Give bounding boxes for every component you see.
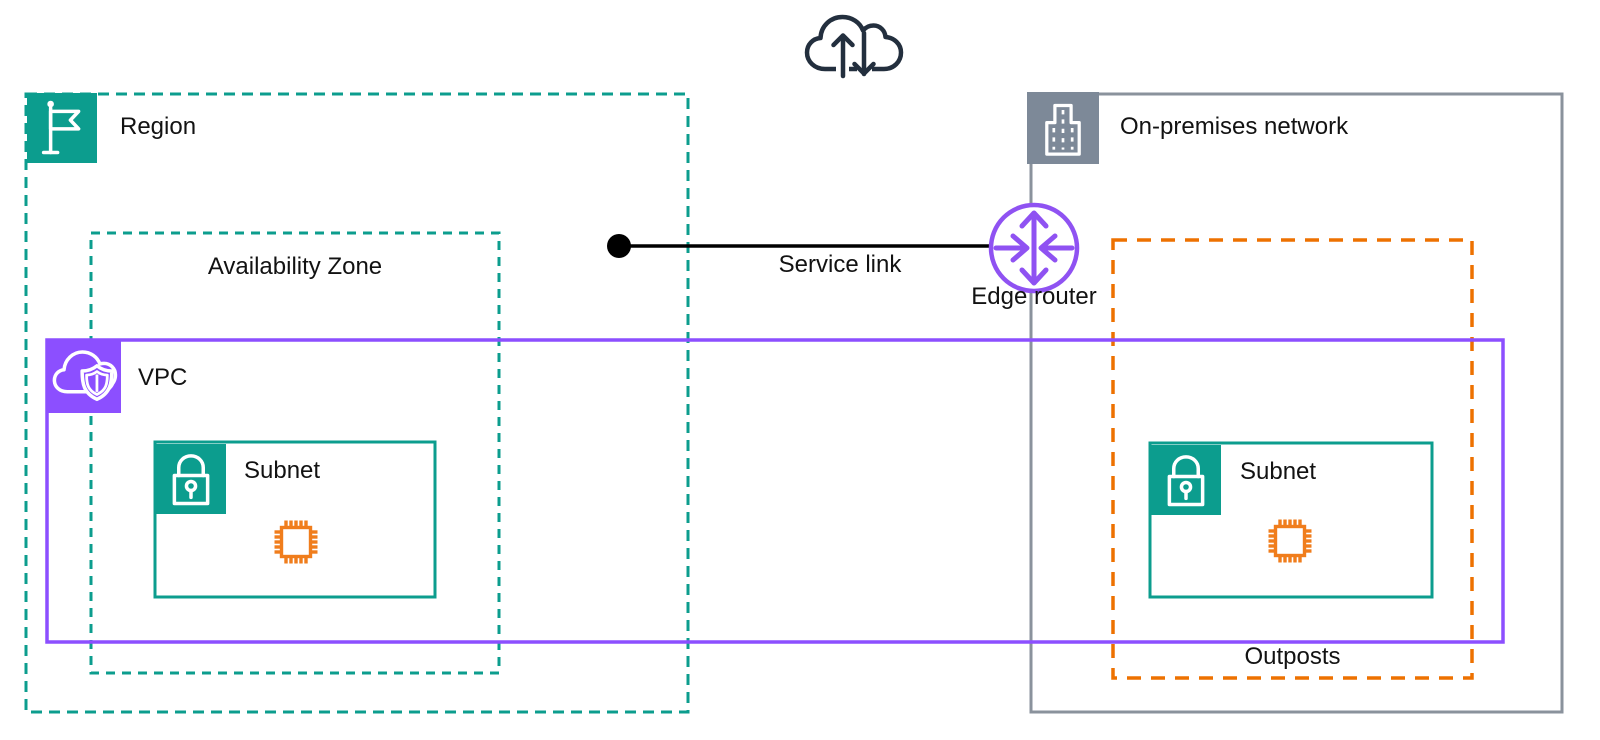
service-link-label: Service link [778, 251, 902, 278]
vpc-subnet-label: Subnet [244, 457, 321, 484]
vpc-label: VPC [138, 364, 188, 391]
instance-chip-icon [270, 516, 322, 568]
edge-router-label: Edge router [971, 283, 1097, 310]
vpc-subnet-box-border [153, 440, 437, 599]
service-link-endpoint-dot [607, 234, 631, 258]
outposts-label: Outposts [1244, 643, 1341, 670]
vpc-box-border [45, 338, 1505, 644]
availability-zone-box-border [89, 231, 501, 675]
cloud-transfer-icon [800, 6, 912, 80]
availability-zone-label: Availability Zone [207, 253, 383, 280]
outposts-box-border [1111, 238, 1474, 680]
vpc-subnet-lock-icon [156, 443, 226, 515]
region-flag-icon [26, 93, 98, 163]
outposts-subnet-box-border [1148, 441, 1434, 599]
instance-chip-icon [1264, 515, 1316, 567]
edge-router-icon [988, 202, 1080, 294]
region-box-border [24, 92, 690, 714]
on-premises-building-icon [1026, 92, 1100, 164]
on-premises-label: On-premises network [1120, 113, 1349, 140]
outposts-subnet-label: Subnet [1240, 458, 1317, 485]
region-label: Region [120, 113, 197, 140]
on-premises-box-border [1029, 92, 1564, 714]
vpc-cloud-shield-icon [47, 339, 121, 413]
outposts-subnet-lock-icon [1151, 444, 1221, 516]
